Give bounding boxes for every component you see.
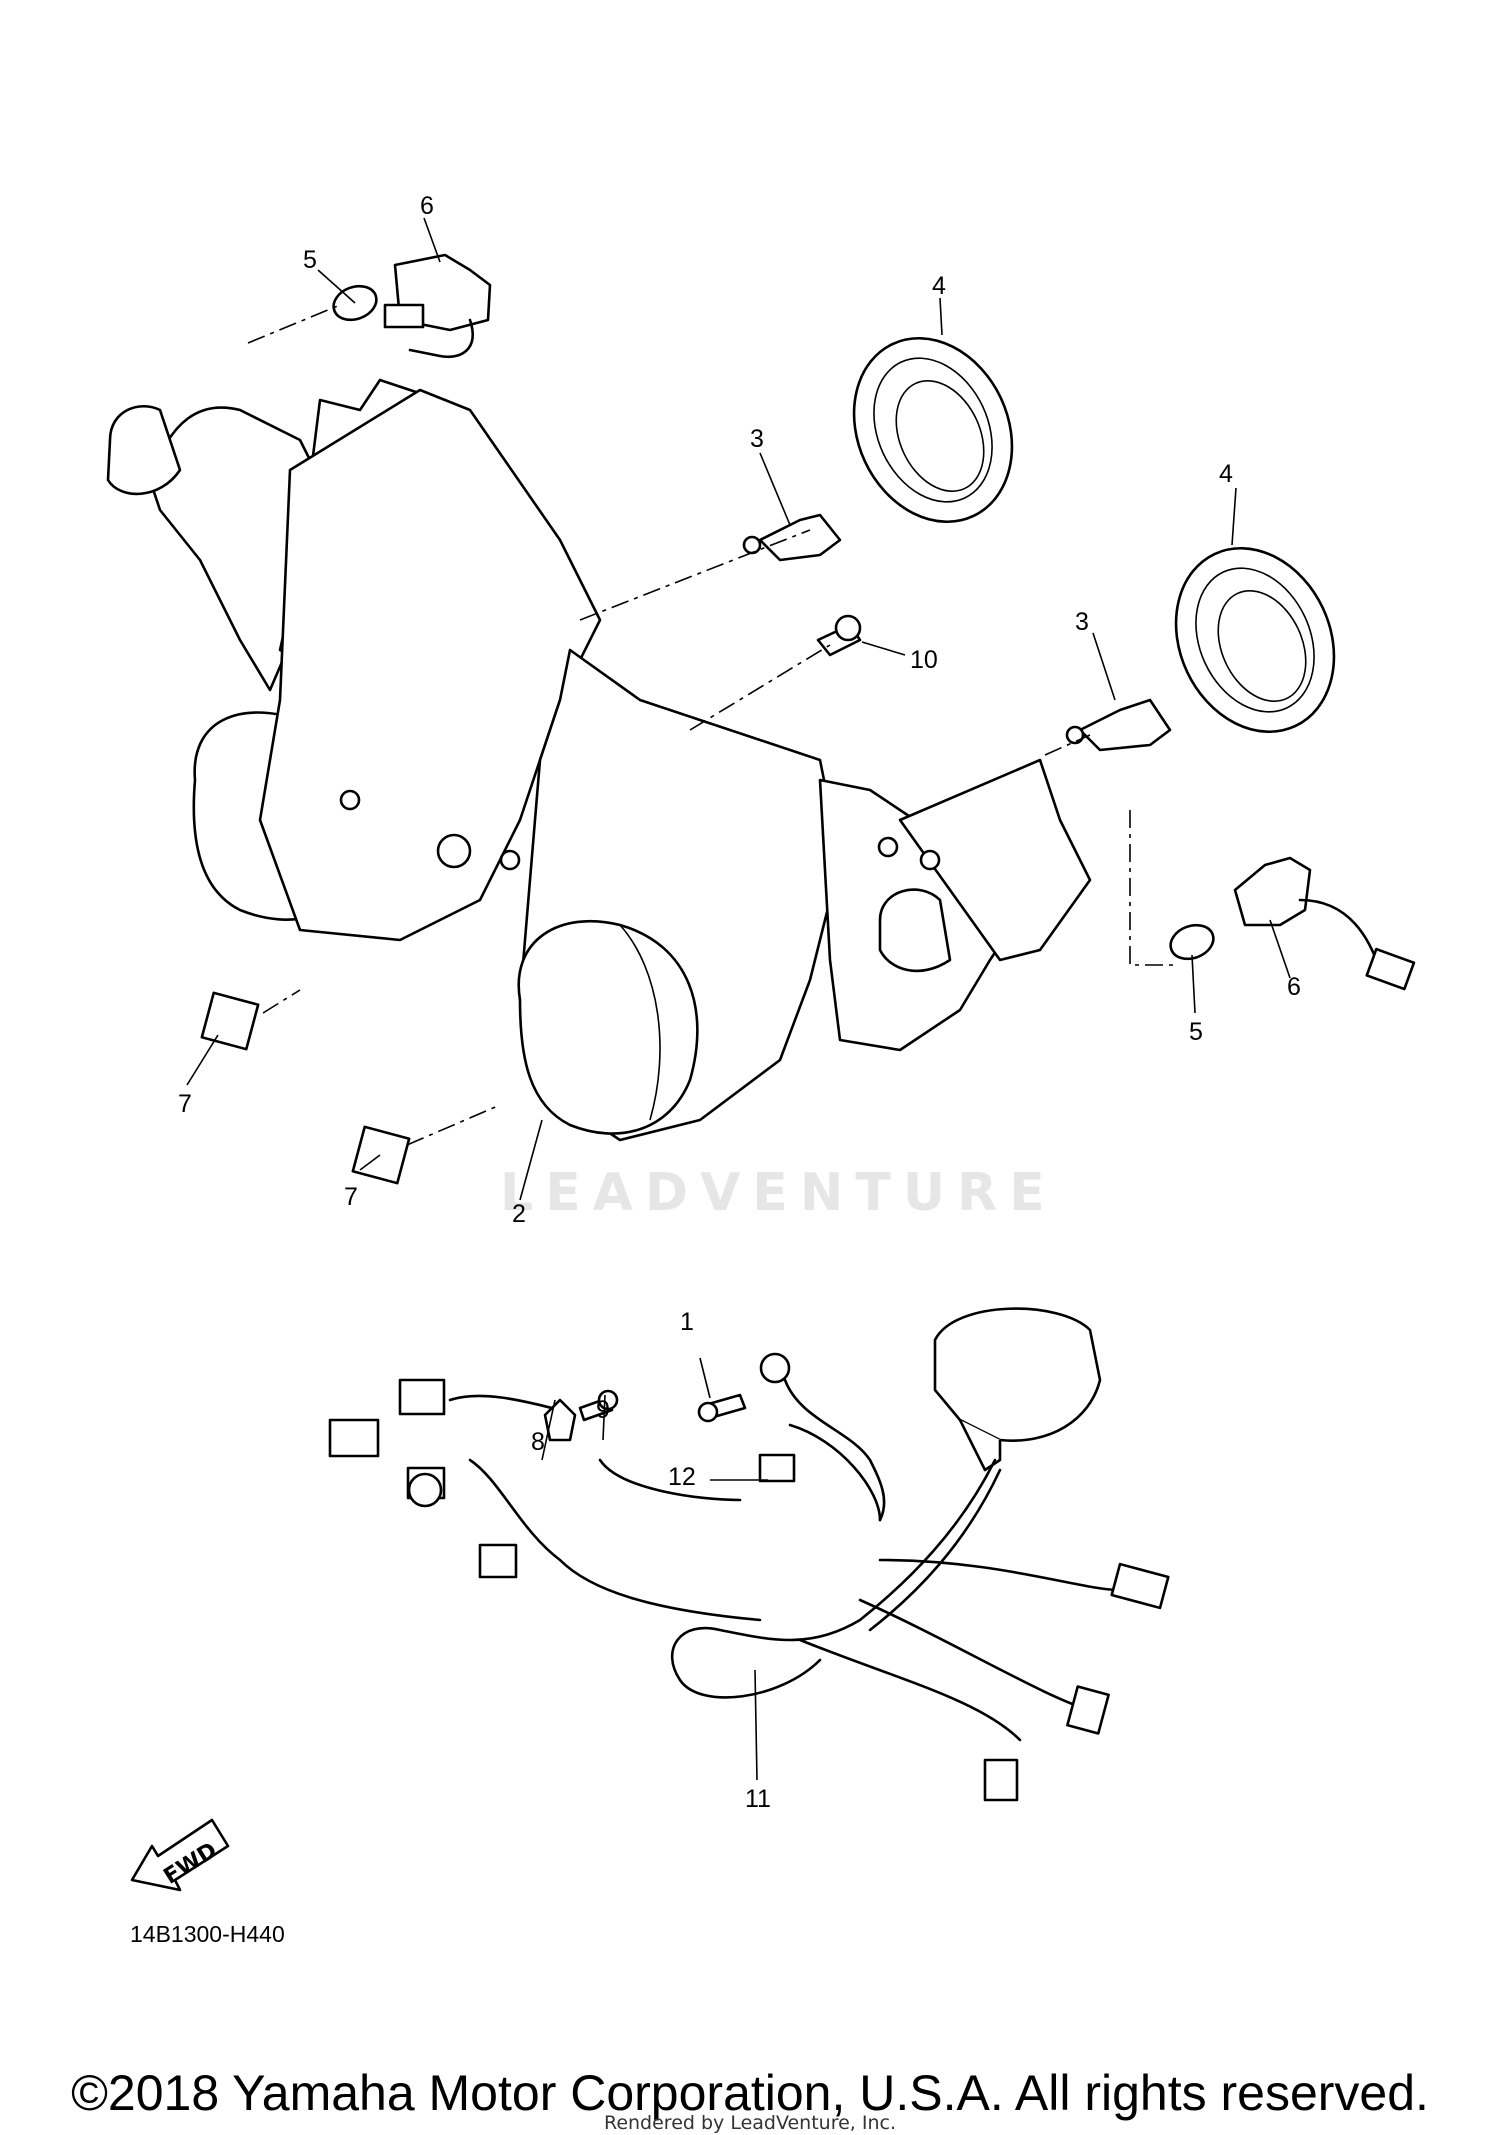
callout-2: 2 [512, 1200, 526, 1228]
callout-11: 11 [745, 1785, 771, 1813]
wire-harness [328, 1307, 1170, 1802]
callout-10: 10 [910, 646, 938, 674]
bulb-5-right [1169, 923, 1215, 961]
callout-3-right: 3 [1075, 608, 1089, 636]
rubber-cover-4-right [1174, 546, 1336, 734]
grommet-7-lower [351, 1125, 411, 1185]
bulb-3-right [1065, 698, 1172, 752]
callout-7-lower: 7 [344, 1183, 358, 1211]
callout-3-left: 3 [750, 425, 764, 453]
callout-9: 9 [596, 1396, 610, 1424]
grommet-7-upper [200, 991, 260, 1051]
copyright-notice: ©2018 Yamaha Motor Corporation, U.S.A. A… [71, 2065, 1429, 2121]
diagram-reference: 14B1300-H440 [130, 1921, 285, 1947]
callout-4-left: 4 [932, 272, 946, 300]
watermark: LEADVENTURE [500, 1163, 1057, 1223]
callout-5-left: 5 [303, 246, 317, 274]
rendered-by-notice: Rendered by LeadVenture, Inc. [603, 2112, 897, 2134]
leader-lines [186, 217, 1291, 1781]
callout-8: 8 [531, 1428, 545, 1456]
callout-7-upper: 7 [178, 1090, 192, 1118]
screw-10 [816, 614, 862, 657]
callout-12: 12 [668, 1463, 696, 1491]
callout-5-right: 5 [1189, 1018, 1203, 1046]
callout-4-right: 4 [1219, 460, 1233, 488]
headlight-assembly [106, 378, 1092, 1142]
fwd-arrow-icon: FWD [130, 1818, 230, 1892]
callout-6-left: 6 [420, 192, 434, 220]
callout-6-right: 6 [1287, 973, 1301, 1001]
callout-1: 1 [680, 1308, 694, 1336]
socket-6-right [1233, 856, 1416, 991]
socket-6-left [383, 253, 492, 359]
rubber-cover-4-left [852, 336, 1014, 524]
bulb-3-left [742, 513, 842, 562]
